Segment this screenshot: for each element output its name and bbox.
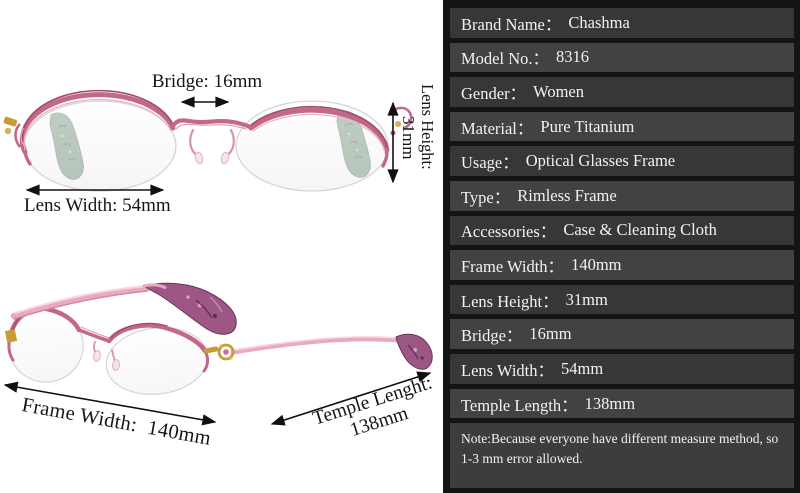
temple-tip-purple-far — [395, 333, 433, 370]
spec-value: 8316 — [556, 47, 589, 67]
spec-row-temple-length: Temple Length： 138mm — [450, 388, 794, 419]
lens-left — [23, 100, 177, 192]
spec-label: Material： — [461, 118, 534, 138]
spec-label: Lens Height： — [461, 291, 559, 311]
spec-row-gender: Gender： Women — [450, 77, 794, 107]
spec-label: Frame Width： — [461, 257, 565, 277]
frame-rims — [19, 89, 390, 168]
glasses-front-view — [3, 89, 413, 192]
glasses-perspective-view — [4, 282, 433, 395]
spec-label: Usage： — [461, 153, 519, 173]
bridge-dimension-label: Bridge: 16mm — [151, 71, 263, 92]
frame-width-dimension-arrow — [3, 381, 217, 426]
spec-label: Gender： — [461, 84, 527, 104]
spec-row-usage: Usage： Optical Glasses Frame — [450, 146, 794, 177]
spec-row-lens-width: Lens Width： 54mm — [450, 354, 794, 384]
spec-label: Lens Width： — [461, 360, 554, 380]
spec-value: 54mm — [560, 358, 604, 378]
spec-value: 16mm — [529, 324, 572, 344]
spec-value: 140mm — [571, 255, 622, 275]
spec-row-brand-name: Brand Name： Chashma — [450, 8, 794, 38]
spec-panel: Brand Name： Chashma Model No.： 8316 Gend… — [443, 0, 800, 493]
spec-label: Brand Name： — [461, 14, 562, 34]
spec-row-material: Material： Pure Titanium — [450, 111, 794, 142]
spec-row-bridge: Bridge： 16mm — [450, 319, 794, 350]
spec-value: Rimless Frame — [517, 185, 617, 205]
hinge-left — [3, 116, 26, 148]
spec-label: Accessories： — [461, 222, 557, 242]
spec-row-type: Type： Rimless Frame — [450, 181, 794, 211]
temple-length-dimension-arrow — [270, 371, 432, 426]
spec-label: Type： — [461, 187, 511, 207]
spec-value: Women — [533, 82, 584, 102]
spec-row-model-no: Model No.： 8316 — [450, 42, 794, 73]
measurement-note: Note:Because everyone have different mea… — [450, 423, 794, 489]
lens-width-dimension-label: Lens Width: 54mm — [24, 195, 171, 216]
temple-tip-purple-near — [142, 282, 237, 335]
spec-value: 138mm — [584, 393, 636, 413]
spec-row-lens-height: Lens Height： 31mm — [450, 284, 794, 315]
product-photo-area: Bridge: 16mm Lens Width: 54mm Lens Heigh… — [3, 71, 437, 450]
spec-row-frame-width: Frame Width： 140mm — [450, 250, 794, 280]
spec-value: Pure Titanium — [540, 116, 635, 136]
bridge-and-pads — [169, 118, 253, 165]
spec-row-accessories: Accessories： Case & Cleaning Cloth — [450, 215, 794, 246]
spec-label: Model No.： — [461, 49, 549, 69]
spec-label: Bridge： — [461, 326, 523, 346]
spec-value: Optical Glasses Frame — [525, 151, 676, 171]
spec-value: Chashma — [568, 12, 630, 32]
spec-value: Case & Cleaning Cloth — [563, 220, 717, 240]
spec-value: 31mm — [565, 289, 608, 309]
near-temple — [4, 284, 152, 343]
lens-height-dimension-label: Lens Height: — [418, 84, 437, 170]
gold-hinge-decoration — [203, 343, 235, 361]
glasses-illustration — [3, 89, 433, 426]
lens-height-dimension-value: 31mm — [399, 116, 418, 160]
spec-label: Temple Length： — [461, 395, 578, 415]
